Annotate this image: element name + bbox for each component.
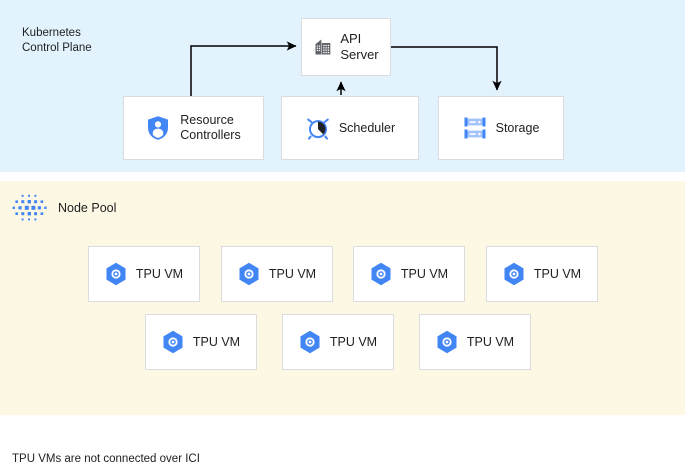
tpu-vm-node[interactable]: TPU VM (282, 314, 394, 370)
server-rack-icon (463, 116, 487, 140)
alarm-clock-icon (305, 115, 331, 141)
resource-controllers-node[interactable]: Resource Controllers (123, 96, 264, 160)
footnote-text: TPU VMs are not connected over ICI (12, 453, 200, 465)
tpu-hexagon-gear-icon (436, 330, 458, 354)
tpu-vm-label: TPU VM (192, 334, 241, 349)
tpu-vm-label: TPU VM (135, 266, 184, 281)
scheduler-label: Scheduler (338, 120, 396, 135)
tpu-hexagon-gear-icon (299, 330, 321, 354)
tpu-vm-label: TPU VM (268, 266, 317, 281)
api-server-label: API Server (340, 31, 379, 62)
tpu-hexagon-gear-icon (105, 262, 127, 286)
shield-user-icon (146, 115, 170, 141)
control-plane-title: Kubernetes Control Plane (22, 27, 92, 54)
node-pool-dots-icon (12, 194, 49, 227)
tpu-hexagon-gear-icon (503, 262, 525, 286)
tpu-vm-node[interactable]: TPU VM (486, 246, 598, 302)
office-building-icon (313, 37, 333, 57)
tpu-vm-node[interactable]: TPU VM (221, 246, 333, 302)
tpu-vm-node[interactable]: TPU VM (419, 314, 531, 370)
tpu-vm-node[interactable]: TPU VM (353, 246, 465, 302)
tpu-vm-label: TPU VM (400, 266, 449, 281)
tpu-vm-node[interactable]: TPU VM (88, 246, 200, 302)
api-server-node[interactable]: API Server (301, 18, 391, 76)
node-pool-title: Node Pool (58, 201, 117, 215)
tpu-vm-node[interactable]: TPU VM (145, 314, 257, 370)
scheduler-node[interactable]: Scheduler (281, 96, 419, 160)
resource-controllers-label: Resource Controllers (180, 113, 241, 142)
tpu-hexagon-gear-icon (238, 262, 260, 286)
tpu-hexagon-gear-icon (162, 330, 184, 354)
tpu-hexagon-gear-icon (370, 262, 392, 286)
tpu-vm-label: TPU VM (466, 334, 515, 349)
tpu-vm-label: TPU VM (329, 334, 378, 349)
storage-node[interactable]: Storage (438, 96, 564, 160)
storage-label: Storage (495, 120, 540, 135)
tpu-vm-label: TPU VM (533, 266, 582, 281)
